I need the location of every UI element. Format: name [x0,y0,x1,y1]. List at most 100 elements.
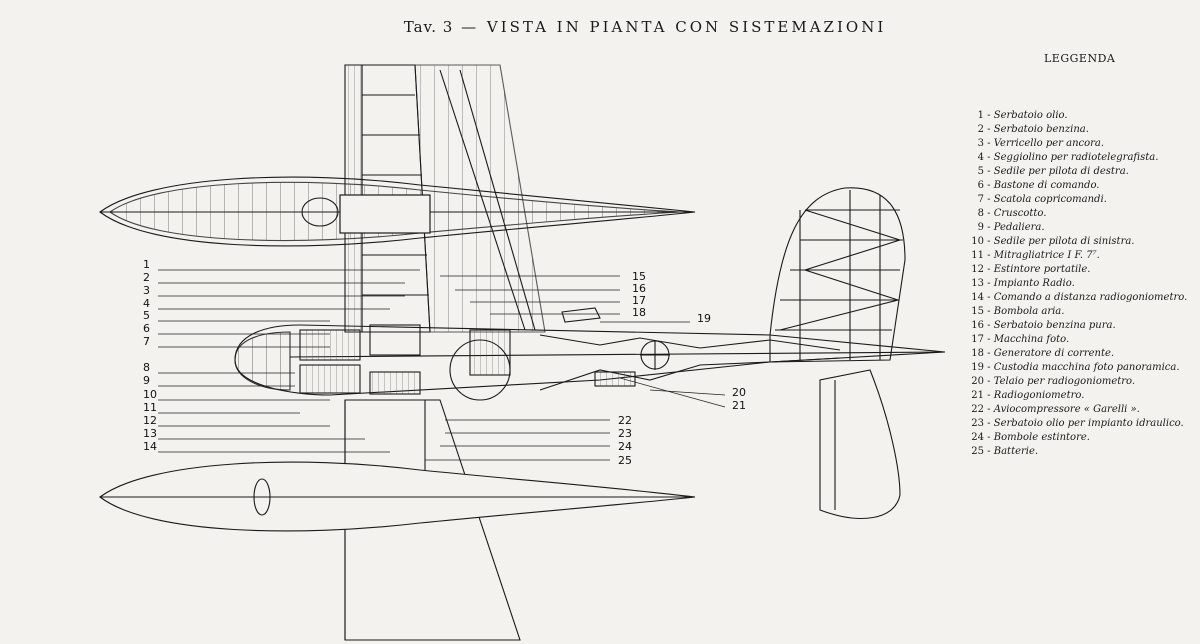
legend-item-number: 23 [971,418,984,429]
legend-item-separator: - [984,166,994,177]
legend-item-number: 9 [977,222,984,233]
legend-item: 23 - Serbatoio olio per impianto idrauli… [966,417,1196,431]
callout-leaders [158,269,726,461]
legend-item: 21 - Radiogoniometro. [966,389,1196,403]
legend-list: 1 - Serbatoio olio.2 - Serbatoio benzina… [966,109,1196,459]
legend-item-text: Cruscotto. [993,208,1047,219]
legend-item-text: Macchina foto. [993,334,1070,345]
callout-number: 5 [143,309,150,322]
legend-item: 20 - Telaio per radiogoniometro. [966,375,1196,389]
callout-number: 19 [697,312,711,325]
callout-number: 8 [143,361,150,374]
legend-item-text: Scatola copricomandi. [993,194,1107,205]
legend-item-number: 6 [977,180,984,191]
legend-item-number: 11 [971,250,984,261]
legend-item: 6 - Bastone di comando. [966,179,1196,193]
tail-surfaces [769,187,906,519]
legend-item: 8 - Cruscotto. [966,207,1196,221]
legend-item-number: 15 [971,306,984,317]
callout-number: 14 [143,440,157,453]
legend-item-number: 7 [977,194,984,205]
legend-item: 14 - Comando a distanza radiogoniometro. [966,291,1196,305]
legend-item: 4 - Seggiolino per radiotelegrafista. [966,151,1196,165]
legend-item-text: Serbatoio benzina. [993,124,1089,135]
legend-item-text: Bombole estintore. [993,432,1090,443]
legend-title: LEGGENDA [1044,52,1116,65]
legend-item-number: 16 [971,320,984,331]
legend-item-separator: - [984,152,994,163]
legend-item-separator: - [984,404,994,415]
legend-item-separator: - [984,390,994,401]
legend-item: 1 - Serbatoio olio. [966,109,1196,123]
legend-item-number: 12 [971,264,984,275]
callout-number: 4 [143,297,150,310]
legend-item-text: Bombola aria. [993,306,1065,317]
callout-number: 25 [618,454,632,467]
legend-item-separator: - [984,320,994,331]
lower-float [99,461,696,532]
legend-item: 15 - Bombola aria. [966,305,1196,319]
legend-item-text: Pedaliera. [993,222,1045,233]
legend-item-separator: - [984,222,994,233]
legend-item-number: 21 [971,390,984,401]
callout-number: 21 [732,399,746,412]
legend-item-number: 24 [971,432,984,443]
callout-number: 10 [143,388,157,401]
legend-item-text: Radiogoniometro. [993,390,1085,401]
legend-item: 17 - Macchina foto. [966,333,1196,347]
legend-item-number: 4 [977,152,984,163]
legend-item-separator: - [984,278,994,289]
legend-item-separator: - [984,208,994,219]
legend-item-number: 5 [977,166,984,177]
legend-item-separator: - [984,446,994,457]
legend-item-number: 19 [971,362,984,373]
title-dash: — [461,18,480,36]
legend-item-number: 13 [971,278,984,289]
legend-item-separator: - [984,418,994,429]
legend-item-text: Verricello per ancora. [993,138,1105,149]
legend-item-number: 20 [971,376,984,387]
legend-item-text: Seggiolino per radiotelegrafista. [993,152,1159,163]
legend-item: 12 - Estintore portatile. [966,263,1196,277]
legend-item-text: Impianto Radio. [993,278,1075,289]
legend-item: 24 - Bombole estintore. [966,431,1196,445]
legend-item-text: Batterie. [993,446,1039,457]
plate-number: Tav. 3 [403,18,454,36]
upper-float [99,176,696,247]
legend-item-separator: - [984,306,994,317]
callout-number: 22 [618,414,632,427]
callout-number: 9 [143,374,150,387]
legend-item-text: Custodia macchina foto panoramica. [993,362,1180,373]
callout-number: 24 [618,440,632,453]
legend-item-separator: - [984,432,994,443]
legend-item: 16 - Serbatoio benzina pura. [966,319,1196,333]
callout-number: 17 [632,294,646,307]
legend-item-number: 3 [977,138,984,149]
callout-number: 3 [143,284,150,297]
title-text: VISTA IN PIANTA CON SISTEMAZIONI [486,18,887,36]
legend-item-separator: - [984,194,994,205]
legend-item-text: Aviocompressore « Garelli ». [993,404,1140,415]
legend-item-separator: - [984,138,994,149]
legend-item: 2 - Serbatoio benzina. [966,123,1196,137]
legend-item-separator: - [984,236,994,247]
legend-item-text: Estintore portatile. [993,264,1091,275]
legend-item-separator: - [984,180,994,191]
legend-item-text: Serbatoio olio per impianto idraulico. [993,418,1184,429]
legend-item-text: Generatore di corrente. [993,348,1115,359]
legend-item: 10 - Sedile per pilota di sinistra. [966,235,1196,249]
legend-item: 19 - Custodia macchina foto panoramica. [966,361,1196,375]
legend-item-separator: - [984,110,994,121]
legend-item: 3 - Verricello per ancora. [966,137,1196,151]
legend-item-number: 10 [971,236,984,247]
callout-number: 18 [632,306,646,319]
legend-item-text: Telaio per radiogoniometro. [993,376,1136,387]
callout-number: 15 [632,270,646,283]
legend-item-text: Serbatoio benzina pura. [993,320,1116,331]
legend-item: 25 - Batterie. [966,445,1196,459]
legend-item: 9 - Pedaliera. [966,221,1196,235]
callout-number: 23 [618,427,632,440]
